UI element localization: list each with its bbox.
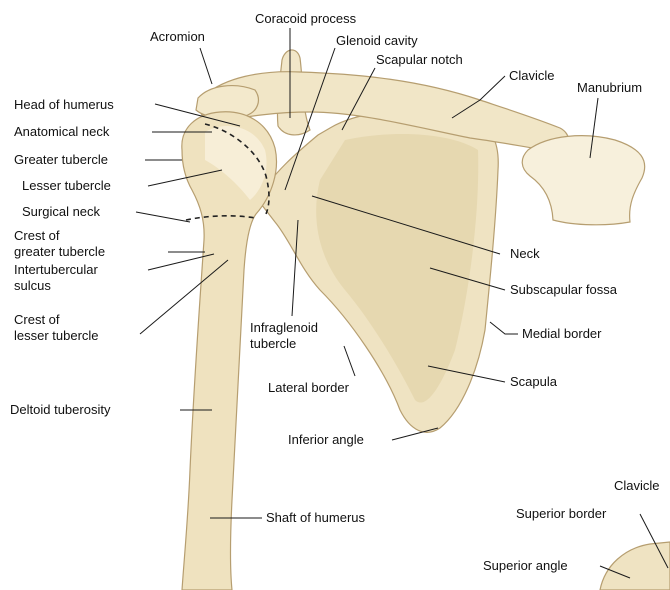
label-glenoid-cavity: Glenoid cavity (336, 33, 418, 48)
leader-inferior-angle (392, 428, 438, 440)
label-crest-greater-1: Crest of (14, 228, 60, 243)
label-anatomical-neck: Anatomical neck (14, 124, 110, 139)
label-acromion: Acromion (150, 29, 205, 44)
leader-medial-border (490, 322, 518, 334)
label-shaft-of-humerus: Shaft of humerus (266, 510, 365, 525)
label-superior-angle: Superior angle (483, 558, 568, 573)
label-medial-border: Medial border (522, 326, 602, 341)
label-infraglenoid-1: Infraglenoid (250, 320, 318, 335)
label-crest-lesser-2: lesser tubercle (14, 328, 99, 343)
label-head-of-humerus: Head of humerus (14, 97, 114, 112)
label-inferior-angle: Inferior angle (288, 432, 364, 447)
label-lesser-tubercle: Lesser tubercle (22, 178, 111, 193)
manubrium-bone (522, 136, 644, 225)
label-lateral-border: Lateral border (268, 380, 350, 395)
label-intertubercular-2: sulcus (14, 278, 51, 293)
label-scapular-notch: Scapular notch (376, 52, 463, 67)
second-view-bone (600, 542, 670, 590)
label-surgical-neck: Surgical neck (22, 204, 101, 219)
label-crest-greater-2: greater tubercle (14, 244, 105, 259)
leader-acromion (200, 48, 212, 84)
label-manubrium: Manubrium (577, 80, 642, 95)
label-superior-border: Superior border (516, 506, 607, 521)
label-deltoid-tuberosity: Deltoid tuberosity (10, 402, 111, 417)
label-intertubercular-1: Intertubercular (14, 262, 98, 277)
label-coracoid-process: Coracoid process (255, 11, 357, 26)
label-crest-lesser-1: Crest of (14, 312, 60, 327)
leader-surgical-neck (136, 212, 190, 222)
label-scapula: Scapula (510, 374, 558, 389)
label-clavicle-2: Clavicle (614, 478, 660, 493)
label-greater-tubercle: Greater tubercle (14, 152, 108, 167)
label-infraglenoid-2: tubercle (250, 336, 296, 351)
leader-lateral-border (344, 346, 355, 376)
label-clavicle: Clavicle (509, 68, 555, 83)
label-neck: Neck (510, 246, 540, 261)
label-subscapular-fossa: Subscapular fossa (510, 282, 618, 297)
